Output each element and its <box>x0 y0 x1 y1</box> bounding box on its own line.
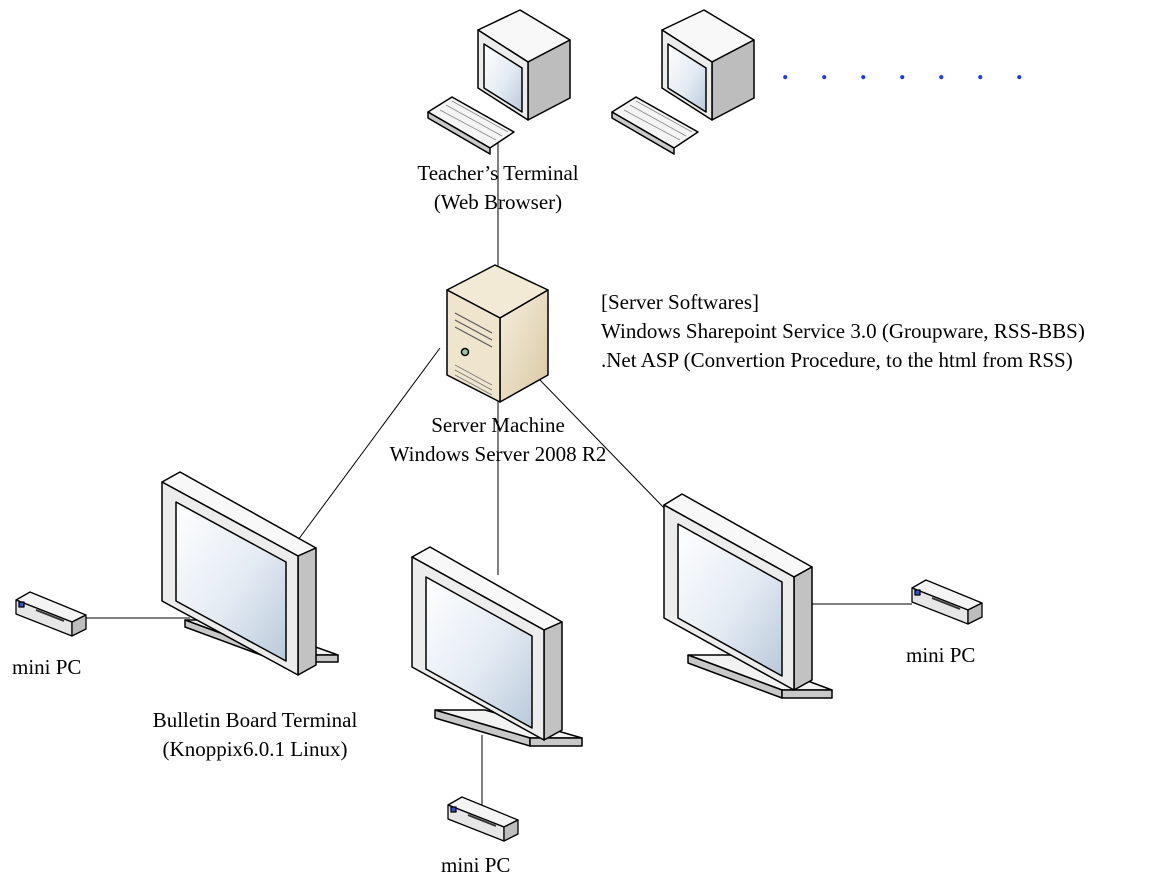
teacher-terminal-label-line2: (Web Browser) <box>433 190 563 214</box>
bulletin-terminal-label-line2: (Knoppix6.0.1 Linux) <box>162 737 348 761</box>
mini-pc-center-icon <box>447 796 519 842</box>
server-software-item-1: Windows Sharepoint Service 3.0 (Groupwar… <box>601 319 1085 343</box>
server-machine-label-line1: Server Machine <box>431 413 565 437</box>
mini-pc-right-label: mini PC <box>906 643 976 667</box>
teacher-terminal-computer-icon <box>427 9 571 155</box>
server-tower-icon <box>446 264 549 403</box>
bulletin-terminal-label-line1: Bulletin Board Terminal <box>152 708 358 732</box>
mini-pc-left-label: mini PC <box>12 655 82 679</box>
teacher-terminal-label-line1: Teacher’s Terminal <box>417 161 579 185</box>
bulletin-monitor-right-icon <box>663 493 833 699</box>
server-software-item-2: .Net ASP (Convertion Procedure, to the h… <box>601 348 1073 372</box>
link-server-bulletin-left <box>297 347 441 541</box>
additional-terminal-computer-icon <box>611 9 755 155</box>
mini-pc-center-label: mini PC <box>441 853 511 877</box>
mini-pc-right-icon <box>911 579 983 625</box>
link-server-bulletin-right <box>537 377 669 513</box>
mini-pc-left-icon <box>15 591 87 637</box>
bulletin-monitor-center-icon <box>411 546 583 747</box>
connection-lines <box>85 135 912 808</box>
more-terminals-indicator: . . . . . . . <box>782 56 1036 85</box>
server-software-heading: [Server Softwares] <box>601 290 760 314</box>
server-machine-label-line2: Windows Server 2008 R2 <box>389 442 607 466</box>
bulletin-monitor-left-icon <box>161 471 339 676</box>
